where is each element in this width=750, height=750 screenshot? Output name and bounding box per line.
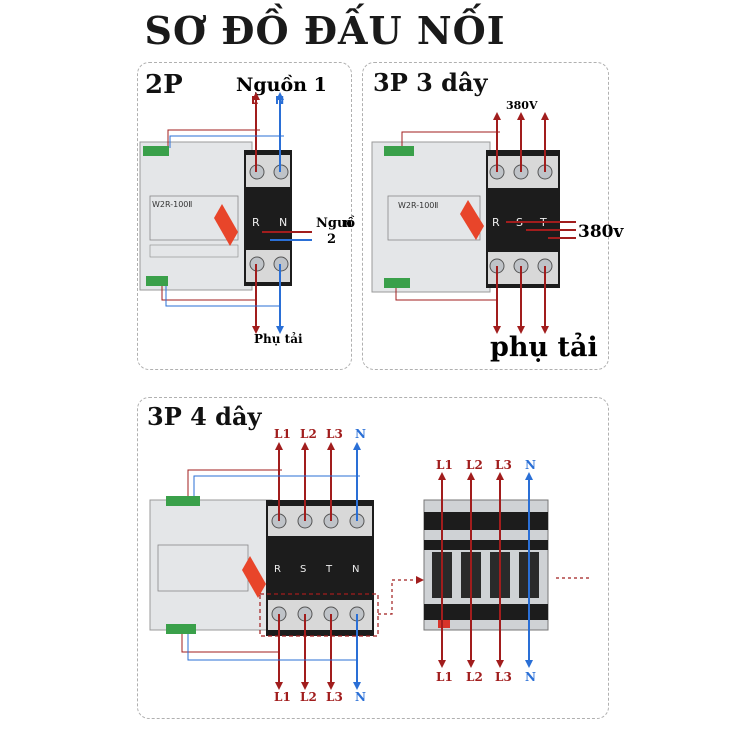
svg-text:R: R bbox=[492, 216, 500, 229]
handle-icon bbox=[460, 200, 484, 240]
terminal-block-icon bbox=[146, 276, 168, 286]
device-model-text: W2R-100Ⅱ bbox=[398, 201, 438, 210]
zoom-bottom-label-L3: L3 bbox=[495, 670, 512, 684]
terminal-label-N: N bbox=[275, 94, 284, 107]
zoom-top-label-L1: L1 bbox=[436, 458, 453, 472]
svg-text:T: T bbox=[325, 564, 333, 575]
zoom-top-label-L2: L2 bbox=[466, 458, 483, 472]
source-2-label-a: Nguồ bbox=[316, 216, 356, 231]
top-label-L2: L2 bbox=[300, 427, 317, 441]
wires-2p bbox=[161, 100, 312, 326]
terminal-block-icon bbox=[384, 146, 414, 156]
page-title: SƠ ĐỒ ĐẤU NỐI bbox=[144, 8, 506, 53]
load-label-2p: Phụ tải bbox=[254, 332, 303, 346]
wires-3p3 bbox=[395, 120, 576, 326]
zoom-top-label-N: N bbox=[525, 458, 536, 472]
zoom-connector bbox=[378, 579, 418, 615]
wires-3p4 bbox=[181, 450, 360, 682]
load-label-3p3: phụ tải bbox=[490, 332, 598, 363]
highlight-box bbox=[259, 593, 379, 637]
bottom-label-L2: L2 bbox=[300, 690, 317, 704]
panel-3p4-title: 3P 4 dây bbox=[147, 402, 262, 431]
svg-text:R: R bbox=[252, 216, 260, 229]
svg-text:N: N bbox=[279, 216, 287, 229]
bottom-label-L1: L1 bbox=[274, 690, 291, 704]
source-1-label: Nguồn 1 bbox=[236, 74, 327, 96]
top-label-L1: L1 bbox=[274, 427, 291, 441]
panel-3p3-title: 3P 3 dây bbox=[373, 68, 488, 97]
device-model-text: W2R-100Ⅱ bbox=[152, 200, 192, 209]
source-2-label-c: 2 bbox=[327, 232, 337, 247]
terminal-label-L: L bbox=[251, 94, 258, 107]
top-label-L3: L3 bbox=[326, 427, 343, 441]
terminal-block-icon bbox=[143, 146, 169, 156]
terminal-block-icon bbox=[166, 624, 196, 634]
svg-text:R: R bbox=[274, 564, 281, 575]
source-2-label-b: n bbox=[343, 216, 353, 231]
panel-2p-title: 2P bbox=[145, 70, 183, 100]
bottom-label-L3: L3 bbox=[326, 690, 343, 704]
voltage-side-label: 380v bbox=[578, 222, 624, 242]
terminal-block-icon bbox=[166, 496, 200, 506]
svg-text:S: S bbox=[300, 564, 306, 575]
handle-icon bbox=[214, 204, 238, 246]
zoom-red-tab-icon bbox=[438, 620, 450, 628]
voltage-top-label: 380V bbox=[506, 99, 538, 112]
bottom-label-N: N bbox=[355, 690, 366, 704]
zoom-top-label-L3: L3 bbox=[495, 458, 512, 472]
svg-text:N: N bbox=[352, 564, 359, 575]
top-label-N: N bbox=[355, 427, 366, 441]
device-body-2p bbox=[139, 141, 253, 291]
zoom-wires bbox=[441, 480, 530, 660]
zoom-bottom-label-L1: L1 bbox=[436, 670, 453, 684]
terminal-block-icon bbox=[384, 278, 410, 288]
zoom-bottom-label-L2: L2 bbox=[466, 670, 483, 684]
handle-icon bbox=[242, 556, 266, 598]
zoom-bottom-label-N: N bbox=[525, 670, 536, 684]
